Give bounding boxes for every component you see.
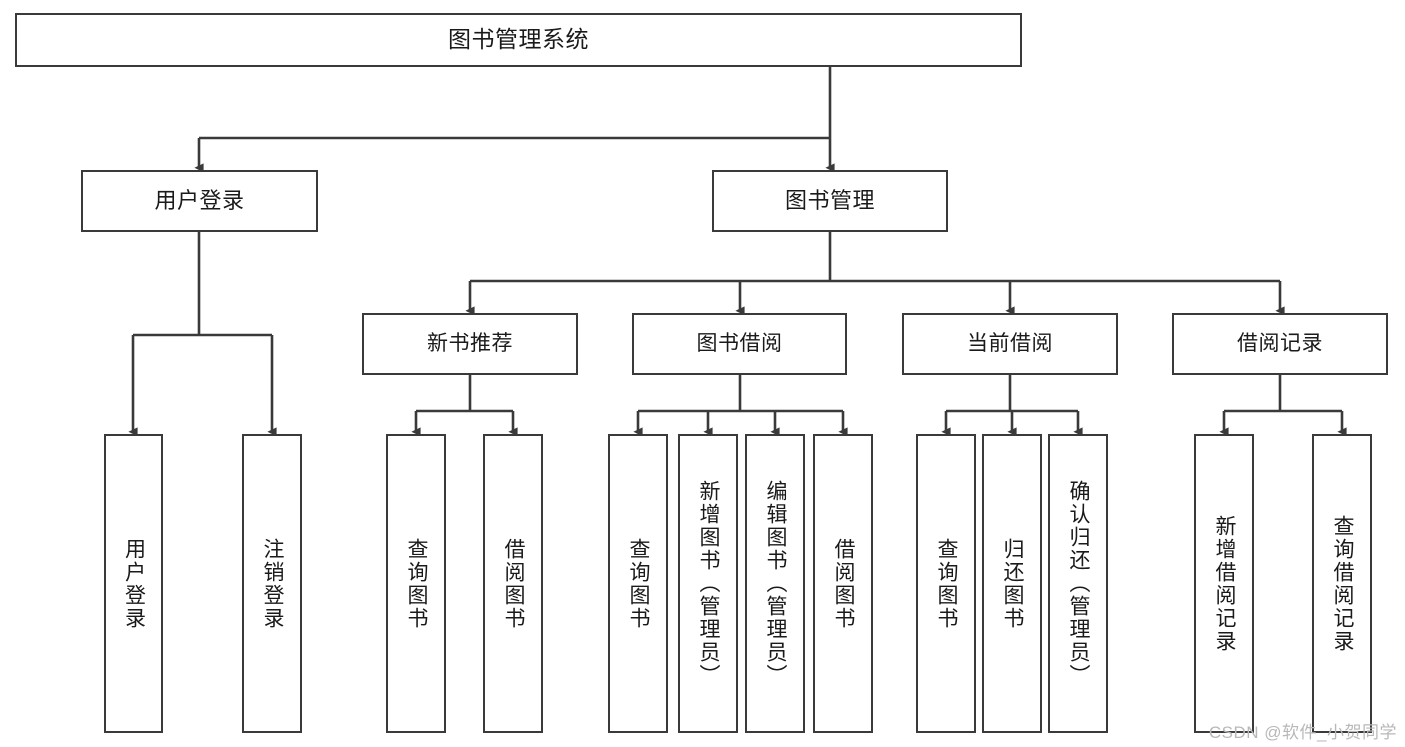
leaf-query-book-rec[interactable]: 查询图书 — [386, 434, 446, 733]
node-label: 用户登录 — [122, 537, 146, 630]
leaf-add-book[interactable]: 新增图书（管理员） — [678, 434, 738, 733]
node-label: 当前借阅 — [967, 331, 1053, 355]
leaf-edit-book[interactable]: 编辑图书（管理员） — [745, 434, 805, 733]
node-label: 借阅图书 — [832, 537, 856, 630]
leaf-query-book-cb[interactable]: 查询图书 — [916, 434, 976, 733]
node-label: 借阅图书 — [502, 537, 526, 630]
leaf-borrow-book-rec[interactable]: 借阅图书 — [483, 434, 543, 733]
node-book-management[interactable]: 图书管理 — [712, 170, 948, 232]
node-label: 注销登录 — [261, 537, 285, 630]
leaf-return-book[interactable]: 归还图书 — [982, 434, 1042, 733]
leaf-user-login[interactable]: 用户登录 — [104, 434, 163, 733]
connector-lines — [128, 67, 1347, 437]
leaf-borrow-book-br[interactable]: 借阅图书 — [813, 434, 873, 733]
node-label: 编辑图书（管理员） — [764, 480, 788, 687]
node-label: 查询图书 — [935, 537, 959, 630]
leaf-query-book-br[interactable]: 查询图书 — [608, 434, 668, 733]
leaf-query-record[interactable]: 查询借阅记录 — [1312, 434, 1372, 733]
node-label: 图书借阅 — [696, 331, 783, 355]
node-label: 用户登录 — [154, 188, 245, 214]
node-label: 新增图书（管理员） — [697, 480, 721, 687]
node-label: 新书推荐 — [427, 331, 513, 355]
node-label: 新增借阅记录 — [1213, 514, 1237, 653]
node-borrow-record[interactable]: 借阅记录 — [1172, 313, 1388, 375]
node-label: 确认归还（管理员） — [1067, 480, 1091, 687]
leaf-logout[interactable]: 注销登录 — [242, 434, 302, 733]
node-label: 图书管理 — [784, 188, 875, 214]
node-label: 归还图书 — [1001, 537, 1025, 630]
node-label: 查询图书 — [405, 537, 429, 630]
node-new-book-recommend[interactable]: 新书推荐 — [362, 313, 578, 375]
leaf-confirm-return[interactable]: 确认归还（管理员） — [1048, 434, 1108, 733]
leaf-add-record[interactable]: 新增借阅记录 — [1194, 434, 1254, 733]
node-label: 借阅记录 — [1237, 331, 1323, 355]
watermark-text: CSDN @软件_小贺同学 — [1208, 723, 1397, 742]
node-current-borrow[interactable]: 当前借阅 — [902, 313, 1118, 375]
node-label: 查询图书 — [627, 537, 651, 630]
node-label: 查询借阅记录 — [1331, 514, 1355, 653]
node-user-login[interactable]: 用户登录 — [81, 170, 318, 232]
node-root-system[interactable]: 图书管理系统 — [15, 13, 1022, 67]
node-label: 图书管理系统 — [448, 26, 589, 53]
node-book-borrow[interactable]: 图书借阅 — [632, 313, 847, 375]
